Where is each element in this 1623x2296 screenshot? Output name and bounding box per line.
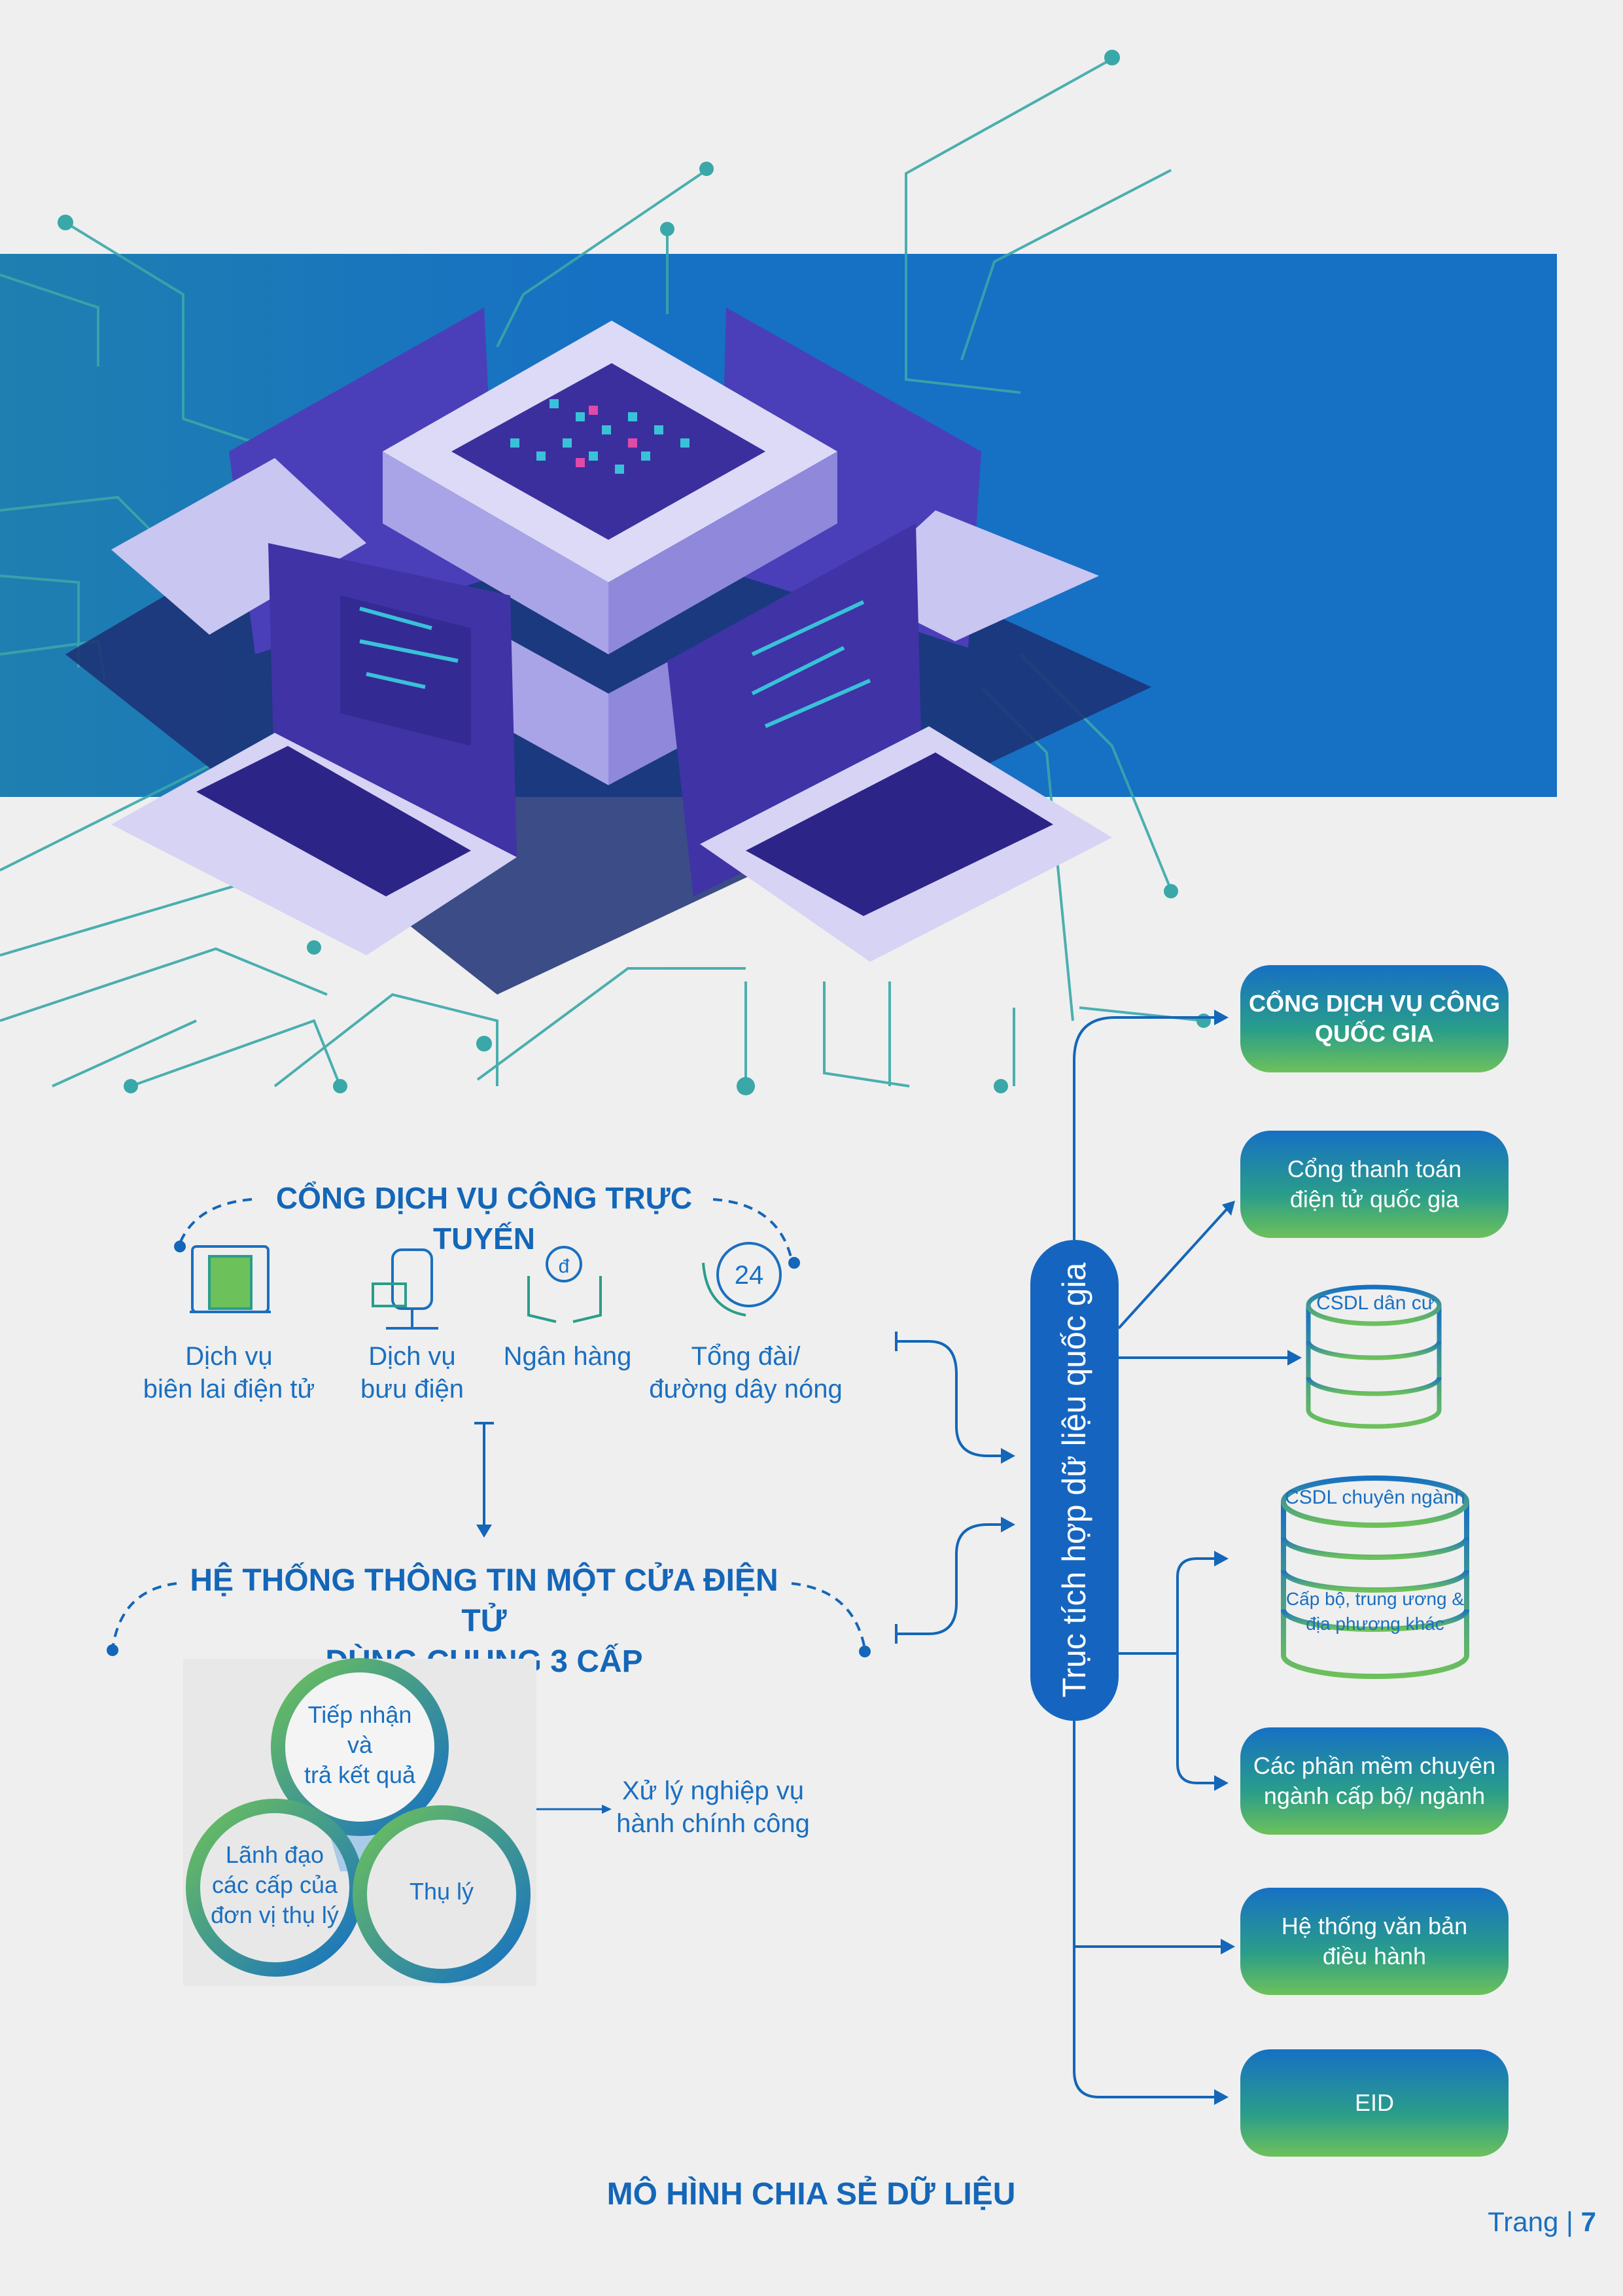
24h-phone-icon <box>702 1242 782 1316</box>
mailbox-icon <box>372 1248 438 1330</box>
integration-axis-label: Trục tích hợp dữ liệu quốc gia <box>1056 1262 1092 1698</box>
integration-axis-bar <box>1030 1240 1119 1721</box>
server-laptops-illustration <box>0 50 1211 1095</box>
diagram-caption: MÔ HÌNH CHIA SẺ DỮ LIỆU <box>606 2177 1016 2212</box>
online-portal-title: CỔNG DỊCH VỤ CÔNG TRỰC TUYẾN <box>275 1181 693 1256</box>
specialized-db-sublabel: Cấp bộ, trung ương &địa phương khác <box>1285 1589 1465 1634</box>
specialized-db-label: CSDL chuyên ngành <box>1285 1487 1465 1508</box>
eid-box: EID <box>1240 2049 1509 2157</box>
service-label-hotline: Tổng đài/đường dây nóng <box>649 1342 843 1404</box>
page-number: Trang | 7 <box>1488 2206 1596 2237</box>
svg-text:24: 24 <box>735 1261 764 1290</box>
population-db-label: CSDL dân cư <box>1316 1292 1435 1314</box>
service-label-bank: Ngân hàng <box>503 1342 632 1371</box>
circle-label-process: Thụ lý <box>409 1878 474 1905</box>
